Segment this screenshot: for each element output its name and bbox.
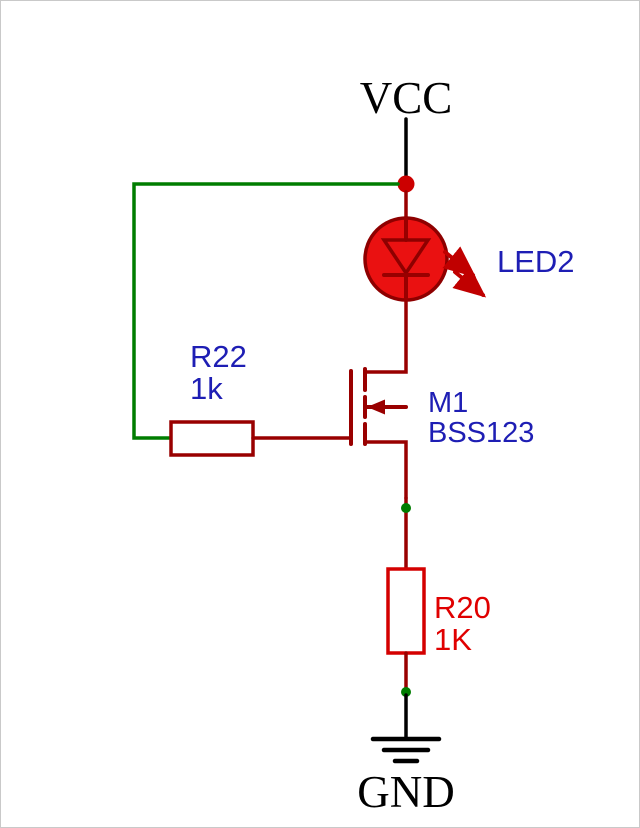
r20-value-label: 1K	[434, 622, 472, 658]
m1-label-group: M1 BSS123	[428, 388, 534, 448]
vcc-net-label: VCC	[359, 73, 453, 123]
ground-symbol	[370, 693, 442, 764]
net-junction-dot-green	[401, 687, 411, 697]
resistor-r22-symbol	[169, 420, 353, 457]
led-emission-arrow-icon	[452, 266, 487, 298]
led-emission-arrow-icon	[442, 246, 477, 278]
r20-designator-label: R20	[434, 590, 491, 625]
junction-dot	[397, 175, 415, 193]
resistor-r20-symbol	[386, 567, 426, 697]
gnd-net-label: GND	[357, 767, 455, 817]
mosfet-body-arrow	[367, 399, 385, 415]
r22-designator-label: R22	[190, 339, 247, 374]
resistor-r22-body	[169, 420, 255, 457]
led-designator-label: LED2	[497, 244, 575, 279]
r20-label-group: R20 1K	[434, 590, 491, 658]
gate-net-wire	[132, 182, 400, 440]
r22-value-label: 1k	[190, 371, 223, 407]
resistor-r20-body	[386, 567, 426, 655]
mosfet-designator-label: M1	[428, 387, 469, 419]
mosfet-symbol	[349, 367, 408, 500]
net-junction-dot-green	[401, 503, 411, 513]
mosfet-part-label: BSS123	[428, 417, 535, 450]
led-symbol	[363, 190, 487, 302]
source-wire	[363, 440, 408, 500]
drain-wire	[363, 298, 408, 374]
r22-label-group: R22 1k	[190, 339, 247, 407]
led-diode-triangle	[380, 238, 432, 277]
